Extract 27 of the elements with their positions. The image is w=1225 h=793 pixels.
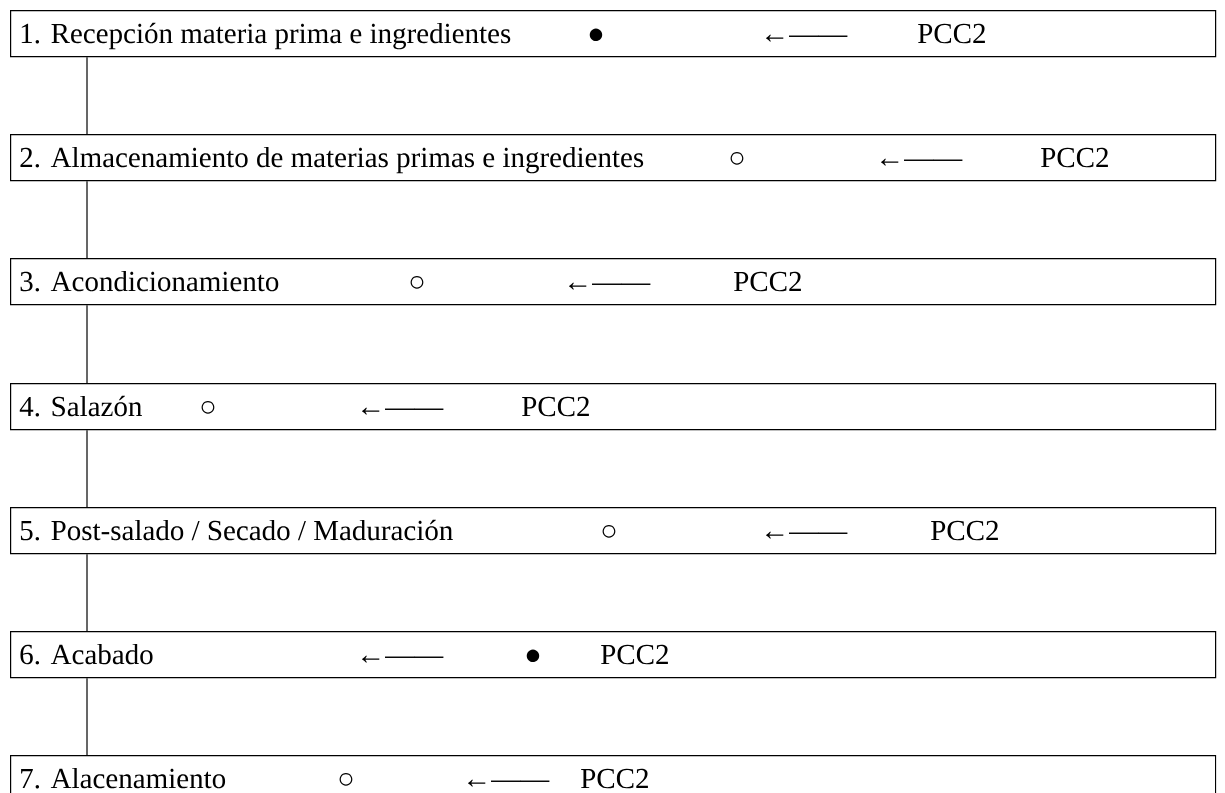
pcc-label: PCC2 xyxy=(734,271,801,292)
circle-symbol: ○ xyxy=(602,524,616,538)
arrow-symbol: ←—— xyxy=(766,34,848,42)
circle-symbol: ● xyxy=(526,649,540,663)
pcc-label: PCC2 xyxy=(1041,147,1108,168)
connector-line xyxy=(86,553,88,632)
circle-symbol: ○ xyxy=(339,772,353,786)
arrow-symbol: ←—— xyxy=(362,407,444,415)
connector-line xyxy=(86,304,88,384)
circle-symbol: ○ xyxy=(410,275,424,289)
connector-line xyxy=(86,180,88,259)
connector-line xyxy=(86,429,88,508)
circle-symbol: ● xyxy=(589,28,603,42)
circle-symbol: ○ xyxy=(730,151,744,165)
connector-line xyxy=(86,677,88,756)
arrow-symbol: ←—— xyxy=(569,282,651,290)
arrow-symbol: ←—— xyxy=(881,158,963,166)
connector-line xyxy=(86,56,88,135)
arrow-symbol: ←—— xyxy=(766,531,848,539)
pcc-label: PCC2 xyxy=(581,768,648,789)
circle-symbol: ○ xyxy=(201,400,215,414)
pcc-label: PCC2 xyxy=(931,520,998,541)
pcc-label: PCC2 xyxy=(918,23,985,44)
pcc-label: PCC2 xyxy=(522,396,589,417)
arrow-symbol: ←—— xyxy=(362,655,444,663)
pcc-label: PCC2 xyxy=(601,644,668,665)
arrow-symbol: ←—— xyxy=(468,779,550,787)
